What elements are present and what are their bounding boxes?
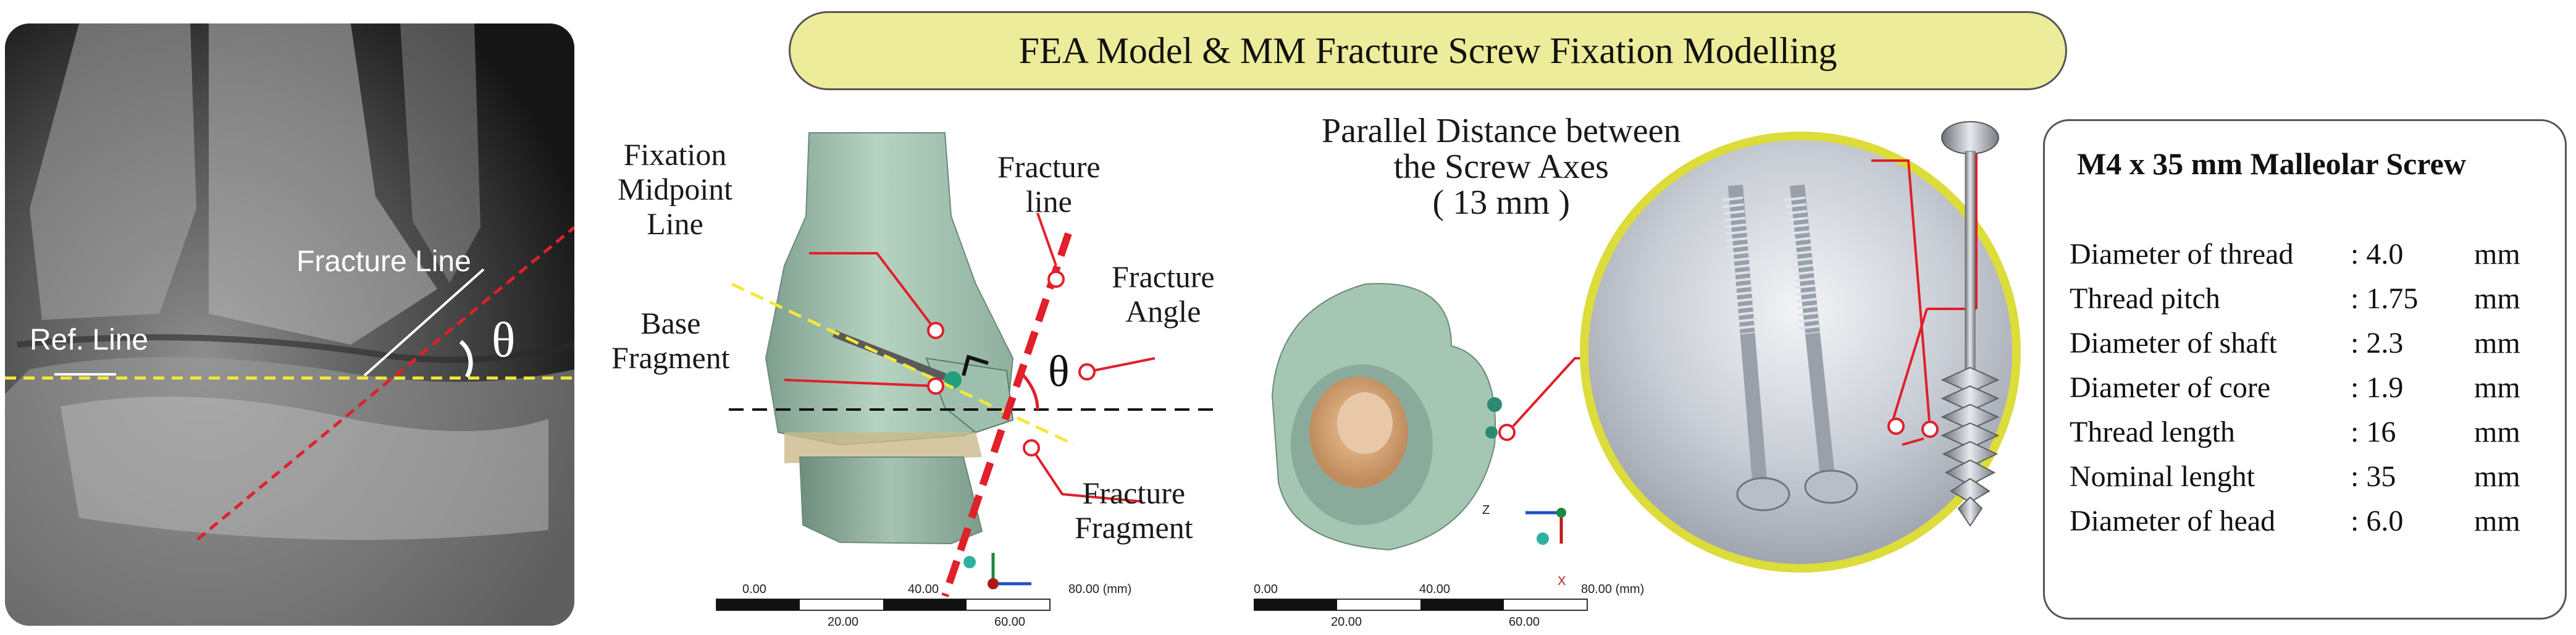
xray-panel: Fracture Line Ref. Line θ	[5, 23, 574, 626]
base-fragment-label: Base Fragment	[611, 306, 730, 375]
fea-scale-tick: 40.00	[908, 582, 939, 596]
magnified-screws	[1722, 184, 1858, 511]
magnifier-view	[1580, 132, 2021, 573]
fea-scale-tick: 80.00 (mm)	[1068, 582, 1132, 596]
fracture-line-callout	[363, 268, 485, 377]
fracture-fragment-label: Fracture Fragment	[1075, 476, 1193, 545]
parallel-distance-label: Parallel Distance between the Screw Axes…	[1322, 112, 1681, 222]
fracture-angle-label: Fracture Angle	[1112, 259, 1215, 329]
screw-scale-tick: 60.00	[1509, 615, 1540, 629]
angle-arc	[459, 340, 473, 378]
angle-arc-fea	[1018, 369, 1039, 410]
page-title: FEA Model & MM Fracture Screw Fixation M…	[1018, 30, 1837, 71]
xray-angle-symbol: θ	[492, 313, 516, 368]
fracture-line	[196, 226, 574, 540]
fixation-midpoint-line	[731, 282, 1076, 447]
fea-model-figure	[716, 132, 1217, 611]
screw-scale-tick: 80.00 (mm)	[1581, 582, 1645, 596]
screw-spec-card: M4 x 35 mm Malleolar Screw Diameter of t…	[2043, 119, 2567, 620]
xray-image	[5, 23, 574, 626]
right-angle-marker	[962, 355, 989, 376]
screw-scale-tick: 0.00	[1254, 582, 1278, 596]
screw-scale-tick: 20.00	[1331, 615, 1362, 629]
fixation-midpoint-label: Fixation Midpoint Line	[618, 137, 733, 241]
screw-scale-tick: 40.00	[1419, 582, 1451, 596]
title-banner: FEA Model & MM Fracture Screw Fixation M…	[789, 11, 2067, 90]
screw-view-figure	[1254, 132, 2021, 611]
fracture-line-dashed	[941, 232, 1072, 597]
fea-scale-tick: 20.00	[828, 615, 859, 629]
malleolar-screw-illustration	[1940, 121, 2000, 527]
fea-scale-tick: 0.00	[742, 582, 766, 596]
ref-line-label: Ref. Line	[30, 324, 149, 356]
fracture-line-label: Fracture Line	[296, 245, 471, 278]
spec-card-title: M4 x 35 mm Malleolar Screw	[2077, 146, 2466, 181]
fea-scale-tick: 60.00	[994, 615, 1026, 629]
fea-angle-symbol: θ	[1048, 347, 1070, 396]
axis-x-label: X	[1558, 574, 1566, 588]
talus-model	[799, 456, 983, 545]
fracture-line-label-fea: Fracture line	[997, 149, 1101, 219]
axis-z-label: Z	[1482, 503, 1490, 517]
